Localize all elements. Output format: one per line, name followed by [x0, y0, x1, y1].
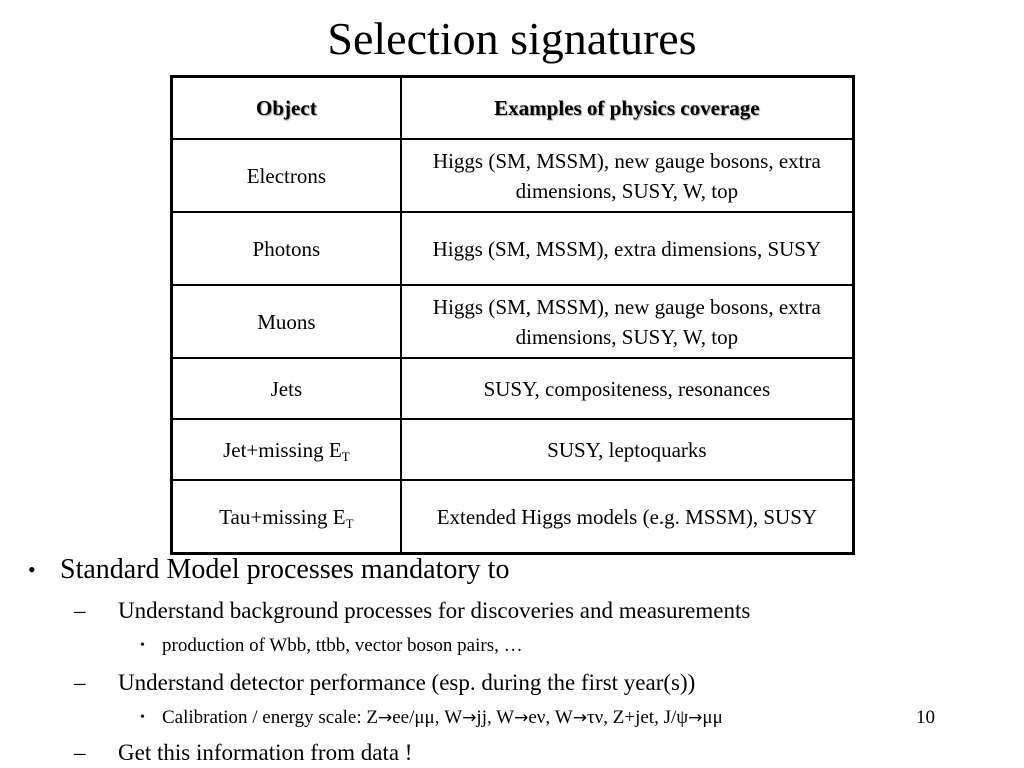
coverage-cell: Higgs (SM, MSSM), new gauge bosons, extr…	[399, 284, 855, 359]
arrow-icon: →	[688, 708, 703, 728]
table-row: Muons Higgs (SM, MSSM), new gauge bosons…	[170, 284, 855, 359]
dash-marker: –	[74, 740, 86, 765]
object-subscript: T	[345, 515, 354, 531]
bullet-text: Understand background processes for disc…	[118, 598, 751, 623]
table-row: Photons Higgs (SM, MSSM), extra dimensio…	[170, 211, 855, 286]
arrow-icon: →	[377, 708, 393, 728]
coverage-cell: Extended Higgs models (e.g. MSSM), SUSY	[399, 479, 855, 555]
arrow-icon: →	[572, 708, 588, 728]
slide-title: Selection signatures	[327, 13, 697, 64]
table-header-row: Object Examples of physics coverage	[170, 75, 855, 140]
bullet-text: Get this information from data !	[118, 740, 413, 765]
calibration-text: Calibration / energy scale: Z→ee/μμ, W→j…	[162, 705, 723, 731]
object-cell: Electrons	[170, 138, 402, 213]
object-cell: Jet+missing ET	[170, 418, 402, 481]
calib-part: jj, W	[476, 707, 515, 728]
dash-marker: –	[74, 598, 86, 623]
calib-part: τν, Z+jet, J/ψ	[587, 707, 689, 728]
table-row: Jets SUSY, compositeness, resonances	[170, 357, 855, 420]
bullet-text: production of Wbb, ttbb, vector boson pa…	[162, 635, 523, 656]
page-number: 10	[916, 707, 935, 728]
calib-part: eν, W	[528, 707, 573, 728]
bullet-marker: •	[140, 638, 145, 653]
calib-prefix: Calibration / energy scale: Z	[162, 707, 378, 728]
calib-part: ee/μμ, W	[392, 707, 463, 728]
coverage-cell: Higgs (SM, MSSM), extra dimensions, SUSY	[399, 211, 855, 286]
calib-part: μμ	[702, 707, 723, 728]
header-physics-coverage: Examples of physics coverage	[399, 75, 855, 140]
object-cell: Tau+missing ET	[170, 479, 402, 555]
selection-signatures-table: Object Examples of physics coverage Elec…	[170, 75, 855, 555]
object-cell: Photons	[170, 211, 402, 286]
bullet-text: Understand detector performance (esp. du…	[118, 670, 696, 695]
bullet-text: Standard Model processes mandatory to	[60, 554, 510, 585]
object-cell: Muons	[170, 284, 402, 359]
table-row: Tau+missing ET Extended Higgs models (e.…	[170, 479, 855, 555]
object-subscript: T	[341, 448, 350, 464]
object-main: Jet+missing E	[223, 437, 342, 462]
object-cell: Jets	[170, 357, 402, 420]
bullet-marker: •	[140, 710, 145, 725]
table-row: Electrons Higgs (SM, MSSM), new gauge bo…	[170, 138, 855, 213]
coverage-cell: SUSY, leptoquarks	[399, 418, 855, 481]
dash-marker: –	[74, 670, 86, 695]
arrow-icon: →	[462, 708, 477, 728]
table-row: Jet+missing ET SUSY, leptoquarks	[170, 418, 855, 481]
bullet-marker: •	[28, 557, 36, 582]
arrow-icon: →	[514, 708, 529, 728]
coverage-cell: Higgs (SM, MSSM), new gauge bosons, extr…	[399, 138, 855, 213]
header-object: Object	[170, 75, 402, 140]
coverage-cell: SUSY, compositeness, resonances	[399, 357, 855, 420]
object-main: Tau+missing E	[219, 504, 346, 529]
